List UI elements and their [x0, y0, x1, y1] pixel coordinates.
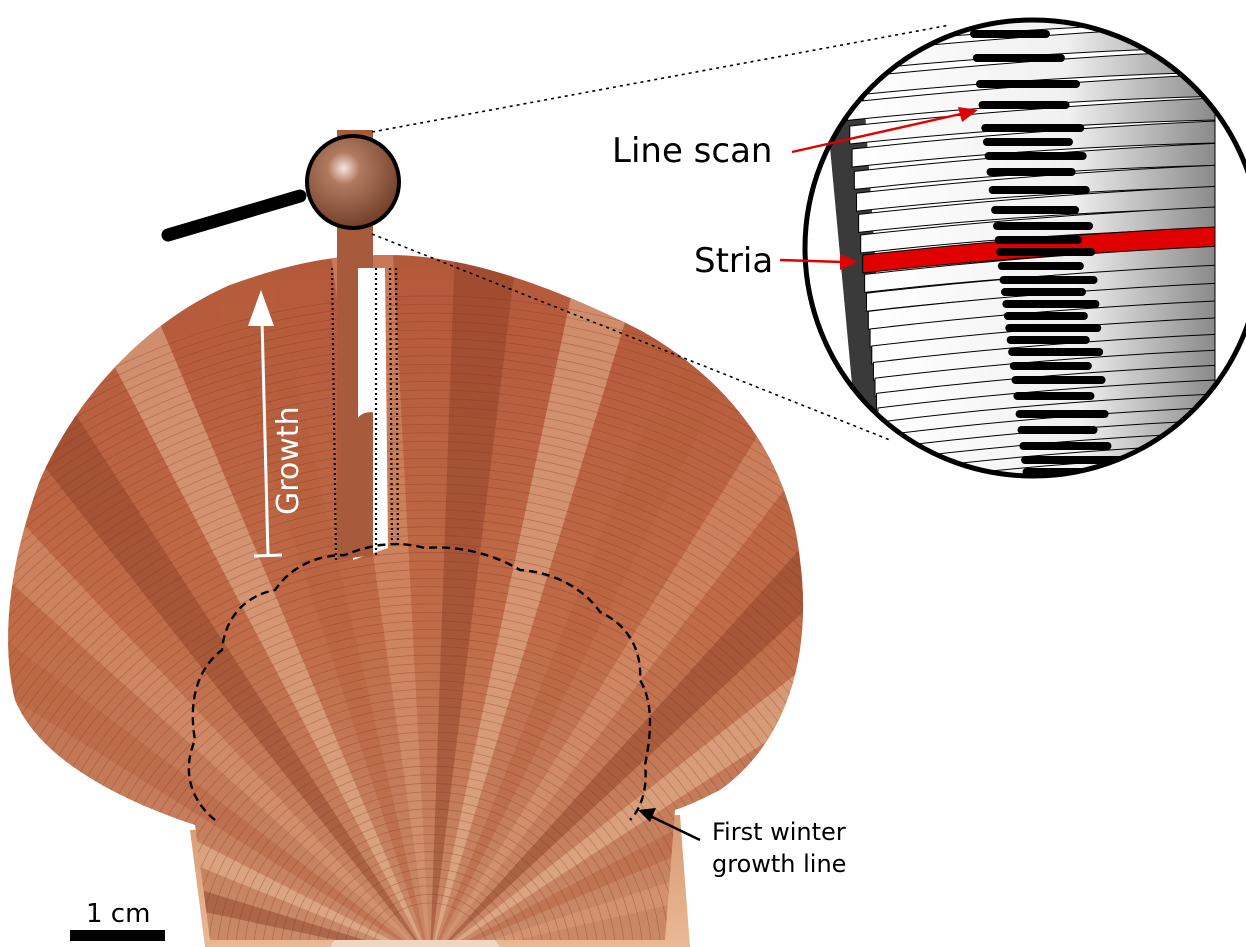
- scan-dash: [996, 248, 1095, 256]
- scan-dash: [1016, 410, 1109, 418]
- scan-dash: [1005, 324, 1101, 332]
- scan-dash: [1013, 392, 1094, 400]
- scan-dash: [976, 80, 1080, 88]
- scan-dash: [1000, 276, 1098, 284]
- scan-dash: [987, 168, 1076, 176]
- scan-dash: [1001, 288, 1086, 296]
- scan-dash: [998, 262, 1084, 270]
- scan-dash: [1008, 348, 1103, 356]
- scan-dash: [995, 236, 1082, 244]
- scan-dash: [989, 186, 1090, 194]
- stria-label: Stria: [694, 241, 773, 281]
- scan-dash: [1019, 442, 1111, 450]
- scale-bar-label: 1 cm: [86, 899, 150, 929]
- first-winter-label-2: growth line: [712, 850, 846, 878]
- magnifying-glass-icon: [168, 136, 399, 235]
- scan-dash: [1012, 376, 1106, 384]
- scan-dash: [973, 54, 1065, 62]
- scan-dash: [991, 206, 1079, 214]
- scan-dash: [983, 138, 1073, 146]
- zoom-inset: [805, 0, 1246, 512]
- scan-dash: [1007, 336, 1090, 344]
- strip-upper-remnant: [358, 268, 383, 418]
- line-scan-label: Line scan: [612, 131, 772, 171]
- first-winter-label-1: First winter: [712, 818, 846, 846]
- scan-dash: [1010, 362, 1092, 370]
- scan-dash: [985, 152, 1087, 160]
- scan-dash: [1004, 312, 1088, 320]
- scale-bar: [70, 930, 165, 941]
- scan-dash: [1002, 300, 1099, 308]
- scan-dash: [979, 101, 1070, 109]
- scan-dash: [981, 124, 1084, 132]
- growth-label: Growth: [271, 406, 306, 515]
- scan-dash: [993, 222, 1093, 230]
- scan-dash: [1018, 426, 1098, 434]
- scan-dash: [970, 30, 1050, 38]
